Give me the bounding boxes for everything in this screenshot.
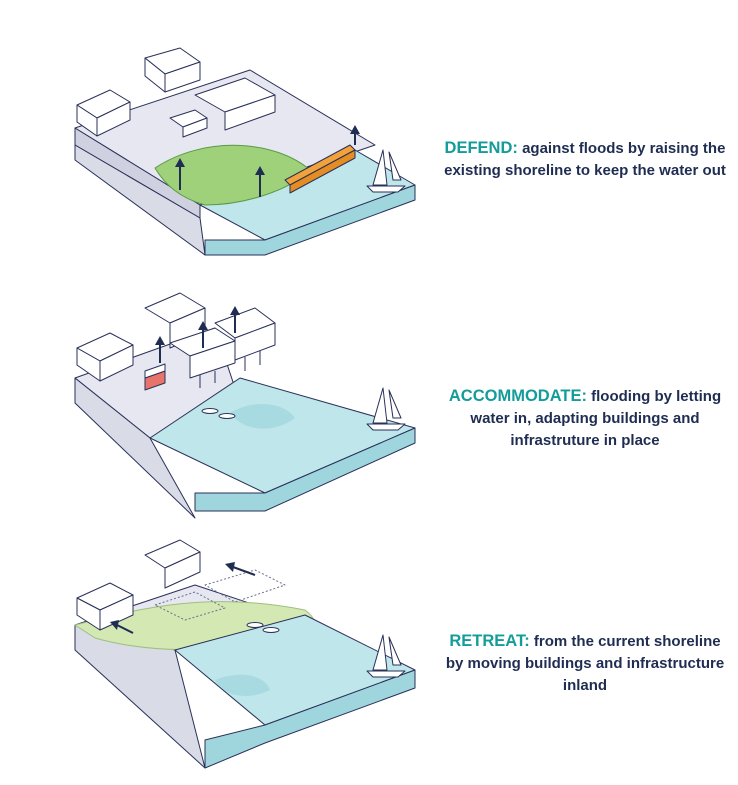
retreat-keyword: RETREAT: — [449, 632, 529, 650]
accommodate-diagram — [55, 283, 430, 523]
retreat-caption: RETREAT: from the current shoreline by m… — [440, 630, 730, 697]
defend-caption: DEFEND: against floods by raising the ex… — [440, 137, 730, 182]
accommodate-keyword: ACCOMMODATE: — [449, 387, 587, 405]
sailboat-icon — [367, 388, 405, 430]
accommodate-caption: ACCOMMODATE: flooding by letting water i… — [440, 385, 730, 452]
retreat-diagram — [55, 530, 430, 770]
defend-keyword: DEFEND: — [445, 139, 518, 157]
defend-diagram — [55, 40, 430, 265]
